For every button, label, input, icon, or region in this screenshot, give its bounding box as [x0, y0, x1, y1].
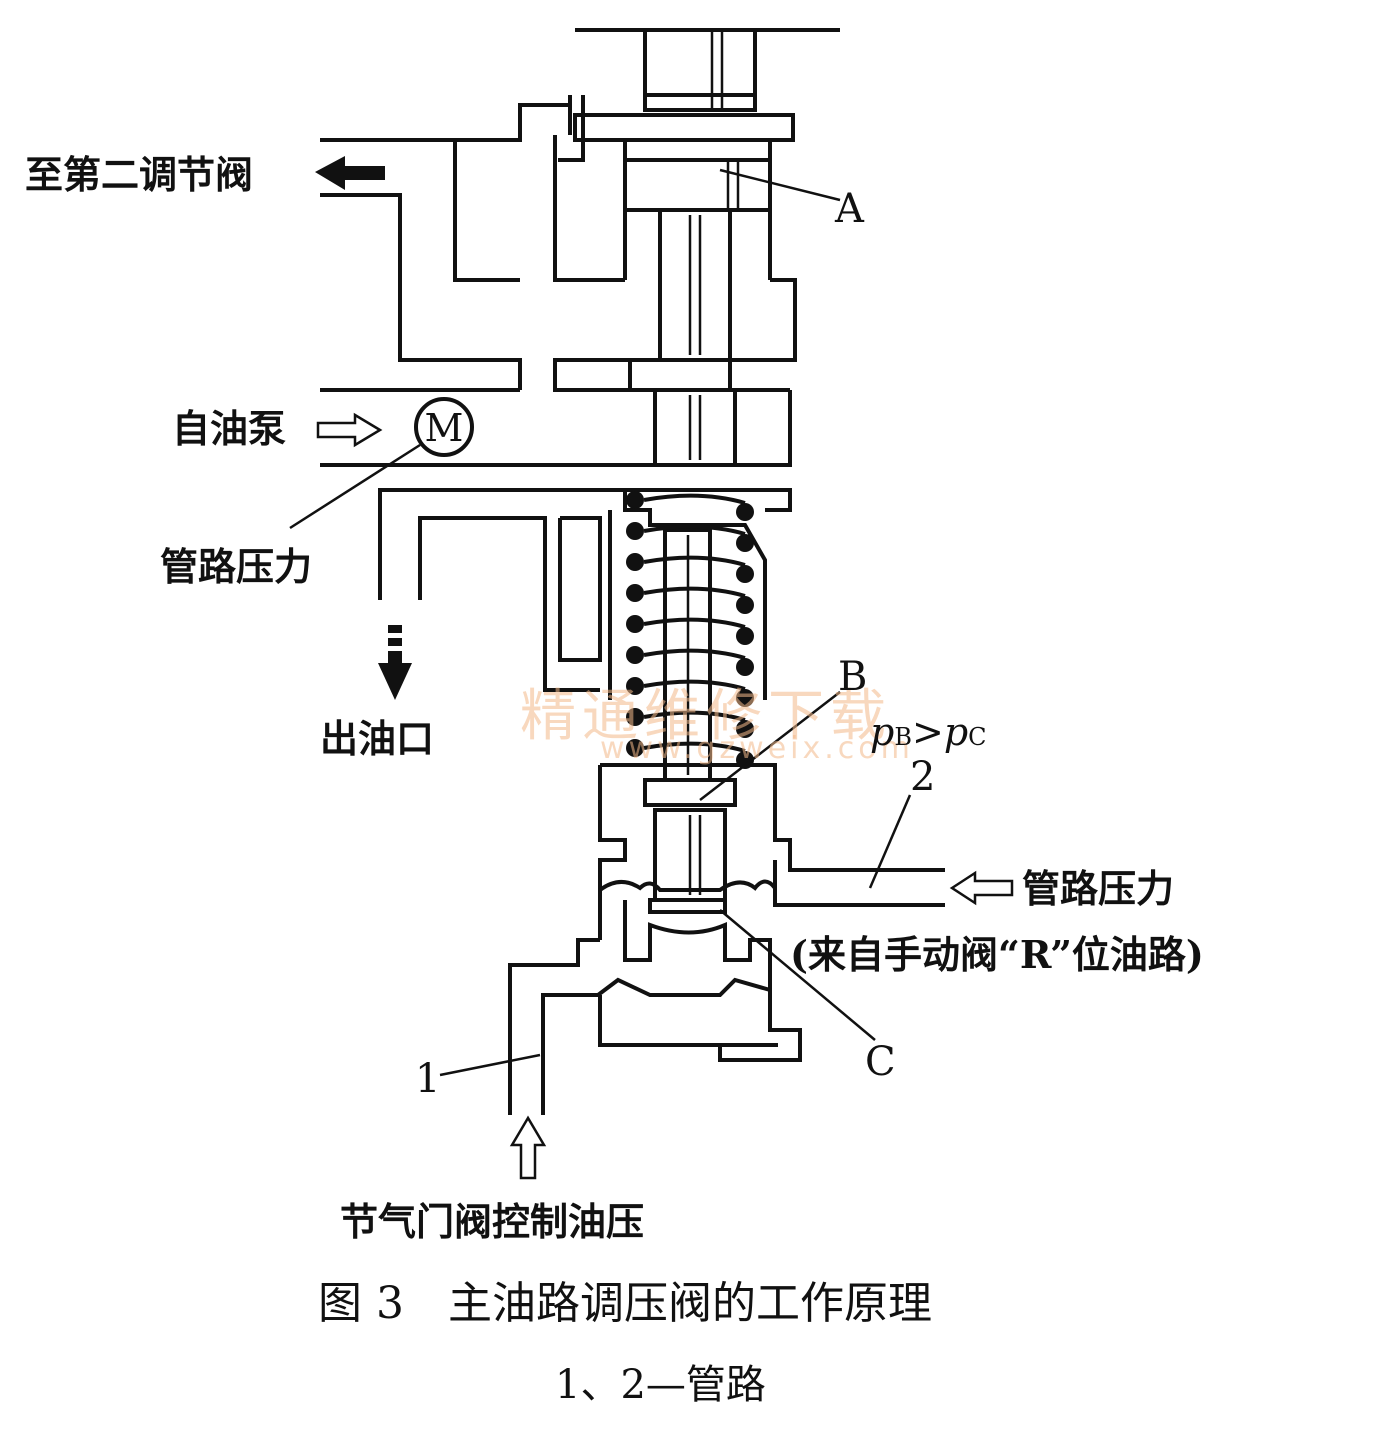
- outlet-passage: [378, 488, 792, 692]
- pressure-p-b: p: [870, 710, 894, 754]
- pressure-op: >: [912, 710, 944, 754]
- mark-b: B: [838, 654, 867, 700]
- mark-pipe-2: 2: [910, 754, 935, 800]
- spring-coil-wire: [643, 586, 746, 598]
- label-throttle-pressure: 节气门阀控制油压: [340, 1199, 644, 1244]
- spring-coil-wire: [643, 741, 746, 753]
- label-line-pressure-left: 管路压力: [160, 544, 312, 589]
- spring-coil-dot: [626, 615, 644, 633]
- spring-coil-dot: [626, 522, 644, 540]
- spring-coil-dot: [626, 491, 644, 509]
- spring-coil-wire: [643, 710, 746, 722]
- arrow-throttle-pressure-up: [509, 1115, 547, 1180]
- spring-coil-dot: [626, 553, 644, 571]
- mark-a: A: [834, 186, 865, 232]
- spring-coil-dot: [736, 658, 754, 676]
- figure-note: 1、2—管路: [555, 1362, 766, 1408]
- spring-coils: [626, 491, 754, 769]
- arrow-line-pressure-in: [949, 870, 1014, 906]
- watermark-text: 精通维修下载: [520, 684, 892, 749]
- spring-coil-wire: [643, 617, 746, 629]
- spring-coil-dot: [626, 584, 644, 602]
- spring-coil-wire: [643, 524, 746, 536]
- passage-to-second-valve: [320, 95, 585, 390]
- spring-coil-dot: [626, 646, 644, 664]
- spring-coil-dot: [626, 708, 644, 726]
- spring-coil-dot: [736, 596, 754, 614]
- spring-coil-dot: [736, 503, 754, 521]
- pressure-relation: pB>pC: [870, 710, 987, 754]
- watermark-url: www.gzweix.com: [600, 731, 914, 766]
- pump-symbol: M: [414, 397, 474, 457]
- pump-symbol-letter: M: [425, 406, 464, 450]
- arrow-from-pump: [316, 412, 383, 448]
- mark-c: C: [865, 1039, 896, 1085]
- arrow-outlet: [378, 625, 412, 700]
- label-to-second-valve: 至第二调节阀: [25, 152, 253, 197]
- mark-pipe-1: 1: [415, 1056, 440, 1102]
- pressure-p-c: p: [944, 710, 968, 754]
- spring-coil-wire: [643, 648, 746, 660]
- spring-coil-wire: [643, 679, 746, 691]
- spring-coil-wire: [643, 555, 746, 567]
- spring-coil-dot: [736, 534, 754, 552]
- arrow-to-second-valve: [315, 156, 385, 190]
- spring-coil-dot: [626, 677, 644, 695]
- label-line-pressure-right: 管路压力: [1022, 866, 1174, 911]
- spring-coil-dot: [626, 739, 644, 757]
- leader-lines: [289, 168, 912, 1077]
- spring-chamber: [608, 490, 767, 782]
- figure-title: 图 3 主油路调压阀的工作原理: [318, 1278, 932, 1329]
- label-from-manual-valve: (来自手动阀“R”位油路): [790, 932, 1204, 977]
- spring-coil-dot: [736, 689, 754, 707]
- label-from-pump: 自油泵: [172, 406, 286, 451]
- pressure-sub-c: C: [968, 723, 986, 751]
- spring-coil-dot: [736, 565, 754, 583]
- spring-coil-wire: [643, 493, 746, 505]
- spring-coil-dot: [736, 627, 754, 645]
- pump-line: [320, 388, 792, 467]
- valve-top-shaft: [553, 28, 840, 392]
- label-outlet: 出油口: [320, 716, 434, 761]
- spring-coil-dot: [736, 720, 754, 738]
- pressure-sub-b: B: [894, 723, 912, 751]
